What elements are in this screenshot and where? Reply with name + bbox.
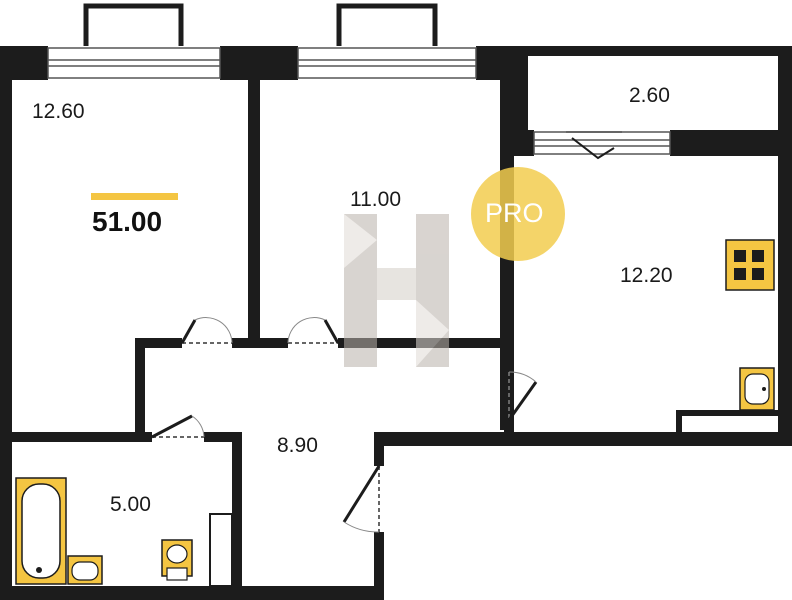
- room-area-hallway: 8.90: [277, 434, 318, 457]
- stove-icon: [725, 239, 775, 291]
- room-area-kitchen: 12.20: [620, 264, 673, 287]
- sink-icon: [739, 367, 775, 411]
- room-area-bathroom: 5.00: [110, 493, 151, 516]
- watermark-logo-icon: [344, 214, 449, 367]
- window-icon: [47, 47, 671, 155]
- door-icon: [151, 131, 622, 533]
- sink-icon: [67, 555, 103, 585]
- room-area-balcony: 2.60: [629, 84, 670, 107]
- room-area-bedroom: 12.60: [32, 100, 85, 123]
- pro-badge: PRO: [485, 198, 544, 228]
- toilet-icon: [161, 539, 193, 581]
- window-bay: [83, 3, 438, 46]
- room-area-living: 11.00: [350, 188, 401, 211]
- shaft-icon: [209, 513, 233, 587]
- total-area: 51.00: [92, 206, 163, 237]
- pro-badge-circle: [471, 167, 565, 261]
- total-accent-bar: [91, 193, 178, 200]
- bathtub-icon: [15, 477, 67, 585]
